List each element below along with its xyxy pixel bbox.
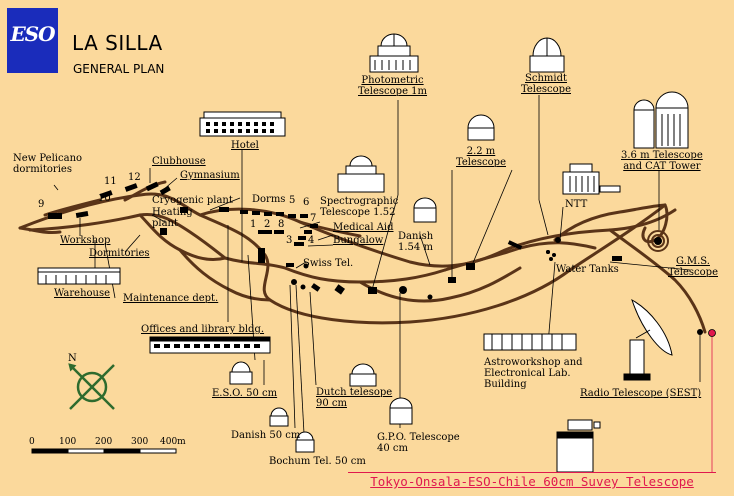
label-maintenance: Maintenance dept.	[123, 293, 219, 304]
dorm-number: 12	[128, 172, 141, 183]
label-danish-154: Danish 1.54 m	[398, 231, 434, 253]
scale-tick: 200	[95, 437, 113, 447]
eso-50cm-dome	[229, 361, 253, 385]
dorm-number: 10	[98, 193, 111, 204]
label-cryogenic-plant: Cryogenic plant	[152, 195, 233, 206]
label-medical-aid: Medical Aid	[333, 222, 394, 233]
photometric-dome	[369, 33, 419, 73]
dorm-number: 5	[289, 195, 296, 206]
compass-rose	[68, 363, 115, 410]
telescope-22m-dome	[467, 114, 495, 141]
ntt-building	[562, 163, 621, 195]
label-ntt: NTT	[565, 199, 588, 210]
label-gpo: G.P.O. Telescope 40 cm	[377, 432, 460, 454]
north-label: N	[68, 353, 77, 364]
spectrographic-dome	[337, 155, 385, 193]
label-dutch: Dutch telesope 90 cm	[316, 387, 393, 409]
label-dormitories: Dormitories	[89, 248, 150, 259]
eso-logo: ESO	[7, 8, 58, 73]
scale-tick: 300	[131, 437, 149, 447]
telescope-36m-dome	[633, 91, 689, 149]
gpo-dome	[389, 397, 413, 425]
label-new-pelicano: New Pelicano dormitories	[13, 153, 83, 175]
label-bochum: Bochum Tel. 50 cm	[269, 456, 366, 467]
astroworkshop-illustration	[483, 333, 577, 351]
label-hotel: Hotel	[231, 140, 259, 151]
map-subtitle: GENERAL PLAN	[73, 62, 165, 76]
scale-tick: 100	[59, 437, 77, 447]
schmidt-dome	[529, 37, 565, 73]
label-photometric: Photometric Telescope 1m	[358, 75, 428, 97]
water-tanks	[546, 250, 550, 254]
label-swiss: Swiss Tel.	[303, 258, 354, 269]
danish-154-dome	[413, 197, 437, 223]
label-bungalow: Bungalow	[333, 235, 384, 246]
eso-logo-text: ESO	[10, 22, 55, 46]
label-schmidt: Schmidt Telescope	[521, 73, 571, 95]
label-gymnasium: Gymnasium	[180, 170, 240, 181]
dorm-number: 1	[250, 219, 257, 230]
label-radio-telescope: Radio Telescope (SEST)	[580, 388, 702, 399]
label-offices: Offices and library bldg.	[141, 324, 265, 335]
danish-50cm-dome	[269, 407, 289, 427]
label-water-tanks: Water Tanks	[556, 264, 619, 275]
offices-illustration	[149, 336, 271, 354]
dorm-number: 8	[278, 219, 285, 230]
label-dorms: Dorms	[252, 194, 286, 205]
warehouse-illustration	[37, 267, 121, 285]
dorm-number: 11	[104, 176, 117, 187]
map-title: LA SILLA	[72, 31, 163, 55]
dorm-number: 4	[308, 235, 315, 246]
dorm-number: 2	[264, 219, 271, 230]
radio-telescope-dish	[623, 298, 673, 381]
label-gms: G.M.S. Telescope	[668, 256, 718, 278]
label-warehouse: Warehouse	[54, 288, 111, 299]
label-clubhouse: Clubhouse	[152, 156, 206, 167]
bochum-dome	[295, 431, 315, 453]
pointer-lines	[53, 95, 713, 472]
gms-loop	[647, 230, 669, 252]
survey-telescope-marker	[708, 329, 716, 337]
scale-tick: 400m	[160, 437, 186, 447]
scale-tick: 0	[29, 437, 35, 447]
dorm-number: 7	[310, 213, 317, 224]
label-36m: 3.6 m Telescope and CAT Tower	[621, 150, 703, 172]
label-spectrographic: Spectrographic Telescope 1.52	[320, 196, 399, 218]
hotel-illustration	[199, 111, 286, 137]
dorm-number: 6	[303, 197, 310, 208]
label-eso-50cm: E.S.O. 50 cm	[212, 388, 278, 399]
label-astroworkshop: Astroworkshop and Electronical Lab. Buil…	[484, 357, 583, 390]
label-22m: 2.2 m Telescope	[456, 146, 506, 168]
survey-telescope-link[interactable]: Tokyo-Onsala-ESO-Chile 60cm Suvey Telesc…	[348, 472, 716, 491]
dutch-dome	[349, 363, 377, 387]
survey-telescope-building	[556, 419, 601, 473]
label-danish-50cm: Danish 50 cm	[231, 430, 301, 441]
label-workshop: Workshop	[60, 235, 111, 246]
dorm-number: 9	[38, 199, 45, 210]
scale-bar	[31, 448, 177, 454]
label-heating-plant: Heating plant	[152, 207, 193, 229]
building-markers	[48, 181, 703, 335]
dorm-number: 3	[286, 235, 293, 246]
